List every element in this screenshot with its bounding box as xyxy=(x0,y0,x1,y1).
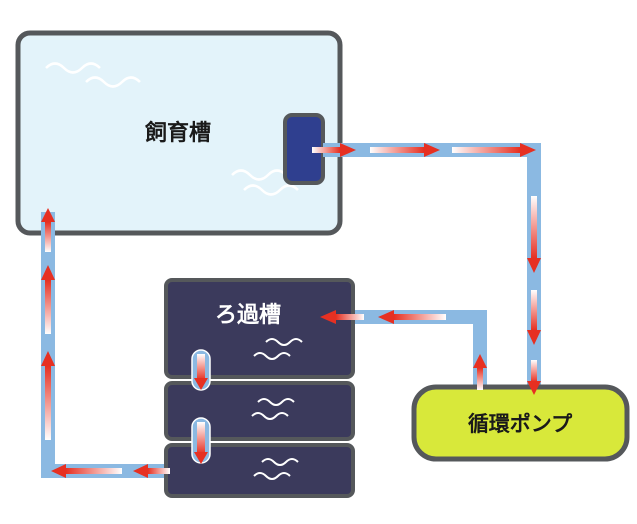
flow-arrows-pump-to-filter xyxy=(320,310,487,390)
flow-arrow-icon xyxy=(370,143,440,157)
rearing-tank-label: 飼育槽 xyxy=(144,120,211,146)
filter-tank-label: ろ過槽 xyxy=(215,302,281,328)
circulation-pump xyxy=(411,384,630,462)
pipe-filter-to-tank xyxy=(41,212,172,478)
flow-arrow-icon xyxy=(527,290,541,345)
flow-arrow-icon xyxy=(527,196,541,273)
pump-label: 循環ポンプ xyxy=(468,412,573,436)
wave-icon xyxy=(251,338,303,480)
flow-arrow-icon xyxy=(41,265,55,334)
flow-arrow-icon xyxy=(51,464,122,478)
flow-arrow-icon xyxy=(133,464,170,478)
flow-arrow-icon xyxy=(452,143,536,157)
flow-arrow-icon xyxy=(320,310,364,324)
filter-connectors xyxy=(191,349,211,464)
filter-tank xyxy=(164,278,355,498)
wave-icon xyxy=(45,62,299,196)
filter-layer-top xyxy=(164,278,355,379)
rearing-tank xyxy=(15,30,343,236)
flow-arrow-icon xyxy=(41,351,55,440)
flow-arrow-icon xyxy=(378,310,446,324)
flow-arrow-icon xyxy=(312,143,356,157)
flow-arrow-icon xyxy=(41,208,55,252)
filter-layer-middle xyxy=(164,381,355,441)
flow-arrows-filter-to-tank xyxy=(41,208,170,478)
flow-arrows-tank-to-pump xyxy=(312,143,541,395)
flow-arrow-icon xyxy=(473,354,487,390)
flow-arrow-icon xyxy=(527,360,541,395)
